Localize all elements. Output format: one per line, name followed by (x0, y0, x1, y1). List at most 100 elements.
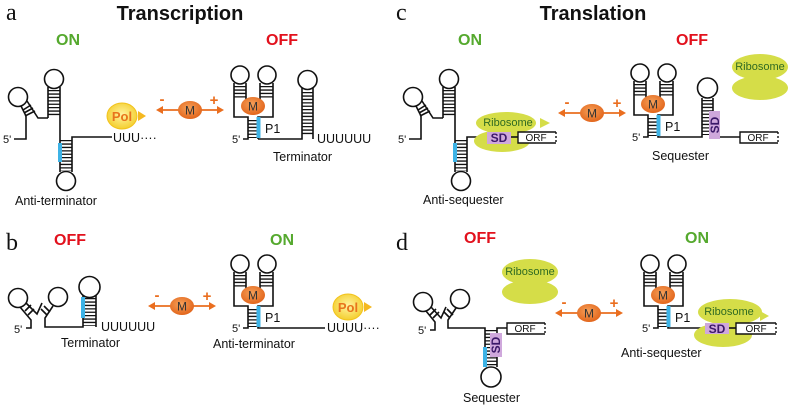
ribosome-free-d: Ribosome (502, 259, 558, 304)
a-on-state: ON (56, 32, 80, 49)
p1-segment (81, 297, 85, 318)
five-prime-label: 5' (232, 323, 240, 335)
p1-segment (483, 347, 487, 367)
transcription-title: Transcription (117, 3, 244, 25)
arrow-left-icon (148, 302, 155, 310)
panel-letter-b: b (6, 230, 18, 256)
u-tail: UUUUUU (101, 320, 155, 334)
five-prime-label: 5' (3, 134, 11, 146)
orf-label: ORF (514, 324, 535, 335)
p1-label: P1 (265, 122, 280, 136)
ligand-bound (241, 286, 265, 304)
u-tail: UUUU···· (327, 321, 380, 335)
anti-sequester-label: Anti-sequester (621, 346, 702, 360)
ribosome-label: Ribosome (483, 117, 533, 129)
direction-arrow-icon (540, 118, 550, 128)
arrow-right-icon (616, 309, 623, 317)
c-on-state: ON (458, 32, 482, 49)
sd-box (705, 323, 729, 334)
ligand-equilibrium-a: M - + (156, 91, 224, 119)
ligand-label: M (584, 307, 594, 321)
minus-sign: - (565, 94, 570, 111)
p1-segment (453, 143, 457, 162)
ligand-bound (641, 95, 665, 113)
anti-terminator-structure-a: 5' UUU···· Anti-terminator (3, 68, 157, 208)
pol-label: Pol (112, 109, 132, 124)
sequester-label: Sequester (652, 149, 709, 163)
polymerase-a: Pol (106, 102, 146, 130)
ribosome-label: Ribosome (704, 306, 754, 318)
aptamer-bound-c: SD M P1 5' ORF Sequester (630, 63, 779, 163)
terminator-label: Terminator (61, 336, 120, 350)
ribosome-bound-c: Ribosome SD ORF (474, 112, 557, 152)
minus-sign: - (562, 294, 567, 311)
five-prime-label: 5' (632, 132, 640, 144)
five-prime-label: 5' (418, 325, 426, 337)
b-on-state: ON (270, 232, 294, 249)
sd-label: SD (489, 336, 503, 353)
p1-segment (656, 115, 661, 136)
minus-sign: - (160, 91, 165, 108)
u-tail: UUUUUU (317, 132, 371, 146)
ligand-equilibrium-c: M - + (558, 94, 626, 122)
sd-label: SD (491, 131, 508, 145)
ribosome-bound-d: Ribosome SD ORF (694, 299, 777, 347)
a-off-state: OFF (266, 32, 298, 49)
anti-sequester-label: Anti-sequester (423, 193, 504, 207)
p1-segment (256, 117, 261, 138)
pol-label: Pol (338, 300, 358, 315)
five-prime-label: 5' (232, 134, 240, 146)
direction-arrow-icon (760, 311, 769, 321)
orf-label: ORF (747, 133, 768, 144)
orf-label: ORF (525, 133, 546, 144)
ligand-label: M (248, 100, 258, 114)
ribosome-label: Ribosome (505, 266, 555, 278)
ribosome-label: Ribosome (735, 61, 785, 73)
p1-label: P1 (665, 120, 680, 134)
ligand-label: M (185, 104, 195, 118)
arrow-right-icon (217, 106, 224, 114)
anti-terminator-label: Anti-terminator (15, 194, 97, 208)
ligand-label: M (248, 289, 258, 303)
terminator-label: Terminator (273, 150, 332, 164)
minus-sign: - (155, 287, 160, 304)
sd-label: SD (709, 322, 726, 336)
ligand-equilibrium-d: M - + (555, 294, 623, 322)
sd-label: SD (708, 116, 722, 133)
arrow-left-icon (558, 109, 565, 117)
plus-sign: + (613, 95, 622, 112)
sd-box (490, 333, 502, 357)
direction-arrow-icon (364, 302, 372, 312)
terminator-structure-b: 5' UUUUUU Terminator (7, 275, 155, 350)
panel-letter-d: d (396, 230, 408, 256)
ligand-bound (651, 286, 675, 304)
p1-segment (256, 306, 261, 327)
plus-sign: + (203, 288, 212, 305)
b-off-state: OFF (54, 232, 86, 249)
arrow-left-icon (555, 309, 562, 317)
polymerase-b: Pol (332, 293, 372, 321)
ligand-label: M (658, 289, 668, 303)
anti-sequester-structure-c: 5' Anti-sequester (398, 68, 504, 207)
sd-box (487, 132, 511, 144)
five-prime-label: 5' (642, 323, 650, 335)
direction-arrow-icon (138, 111, 146, 121)
aptamer-bound-a: M P1 5' (230, 65, 280, 146)
arrow-right-icon (619, 109, 626, 117)
ligand-label: M (648, 98, 658, 112)
orf-label: ORF (745, 324, 766, 335)
aptamer-bound-b: M P1 5' UUUU···· Anti-terminator (213, 254, 380, 351)
arrow-right-icon (209, 302, 216, 310)
anti-terminator-label: Anti-terminator (213, 337, 295, 351)
panel-letter-c: c (396, 0, 407, 26)
aptamer-bound-d: M P1 5' Anti-sequester (621, 254, 705, 360)
five-prime-label: 5' (398, 134, 406, 146)
plus-sign: + (210, 92, 219, 109)
p1-label: P1 (675, 311, 690, 325)
uuu-tail: UUU···· (113, 131, 157, 145)
d-off-state: OFF (464, 230, 496, 247)
sd-box (709, 111, 720, 139)
sequester-label: Sequester (463, 391, 520, 405)
p1-label: P1 (265, 311, 280, 325)
sequester-structure-d: SD ORF 5' Sequester (412, 288, 546, 405)
